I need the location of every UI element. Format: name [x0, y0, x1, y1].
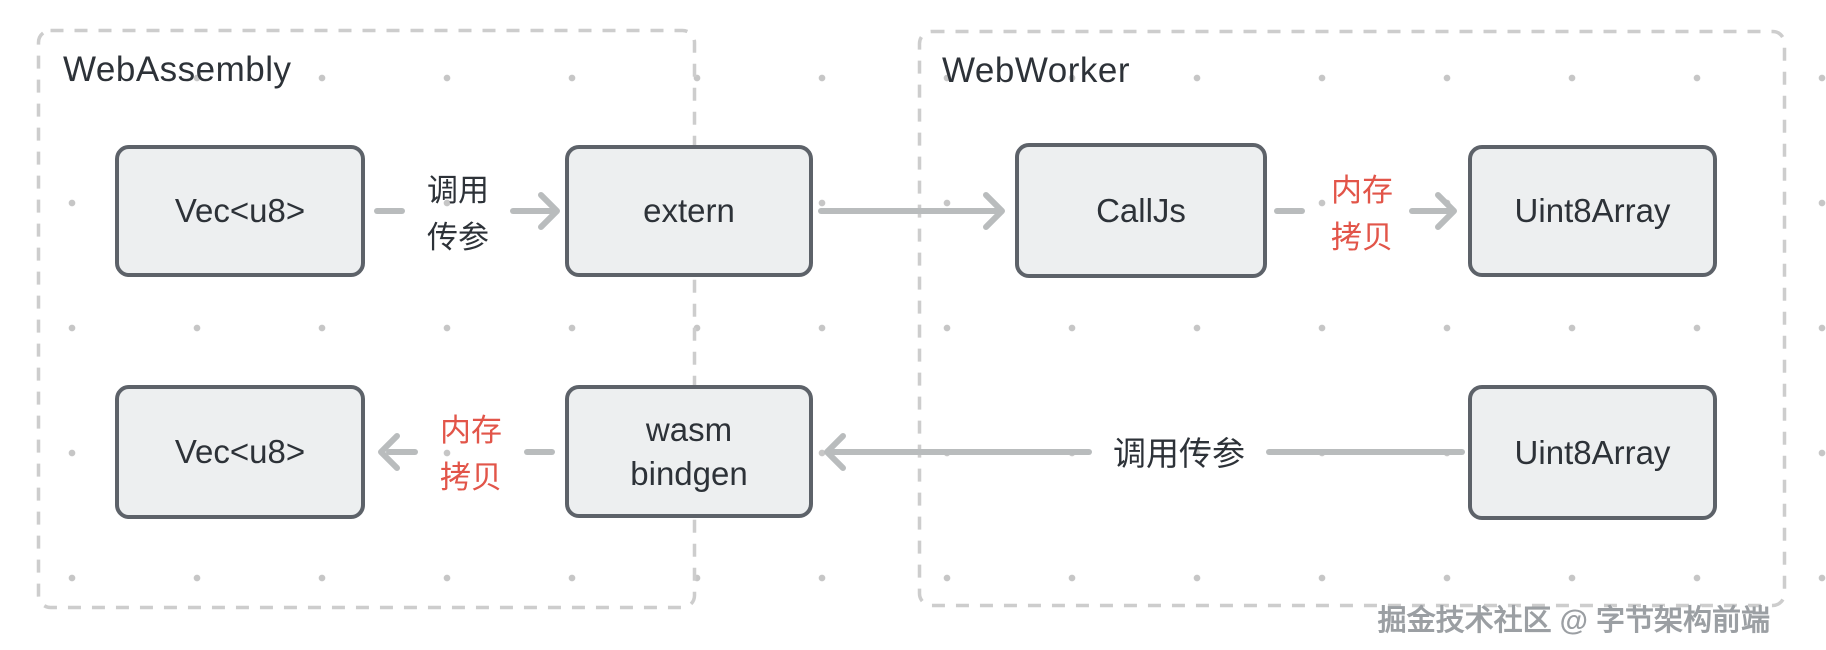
- node-label-line2: bindgen: [630, 454, 748, 492]
- edge-vec-to-extern: [374, 192, 560, 230]
- node-vec-u8-bottom: Vec<u8>: [115, 385, 365, 519]
- edge-label-call-params-top: 调用 传参: [398, 167, 518, 261]
- node-label: extern: [643, 192, 735, 229]
- node-label: CallJs: [1096, 191, 1186, 229]
- node-label: Uint8Array: [1514, 433, 1671, 471]
- node-label: Uint8Array: [1514, 192, 1671, 229]
- watermark: 掘金技术社区 @ 字节架构前端: [1377, 605, 1770, 637]
- node-calljs: CallJs: [1015, 143, 1267, 278]
- node-vec-u8-top: Vec<u8>: [115, 145, 365, 277]
- arrow-right-icon: [983, 192, 1005, 230]
- node-label-line1: wasm: [645, 410, 733, 448]
- node-label: Vec<u8>: [174, 433, 306, 470]
- edge-wasmbindgen-to-vec: [378, 433, 555, 471]
- webassembly-title: WebAssembly: [63, 50, 292, 89]
- edge-label-line2: 拷贝: [1331, 220, 1393, 255]
- webworker-container: [917, 29, 1787, 608]
- arrow-right-icon: [538, 192, 560, 230]
- node-uint8array-top: Uint8Array: [1468, 145, 1717, 277]
- node-uint8array-bottom: Uint8Array: [1468, 385, 1717, 520]
- node-wasm-bindgen: wasm bindgen: [565, 385, 813, 518]
- edge-label-memory-copy-left: 内存 拷贝: [411, 407, 531, 501]
- edge-label-line1: 内存: [1331, 173, 1393, 208]
- edge-uint8array-to-wasmbindgen: [824, 433, 1465, 471]
- edge-label-call-params-bottom: 调用传参: [1113, 435, 1245, 472]
- arrow-left-icon: [378, 433, 400, 471]
- webassembly-container: [36, 28, 697, 610]
- node-extern: extern: [565, 145, 813, 277]
- edge-label-line2: 拷贝: [440, 460, 502, 495]
- node-label: Vec<u8>: [174, 192, 306, 229]
- arrow-right-icon: [1435, 192, 1457, 230]
- edge-label-line2: 传参: [427, 220, 489, 255]
- edge-label-line1: 内存: [440, 413, 502, 448]
- edge-label-line1: 调用: [427, 173, 489, 208]
- edge-calljs-to-uint8array: [1274, 192, 1457, 230]
- webworker-title: WebWorker: [942, 51, 1130, 90]
- arrow-left-icon: [824, 433, 846, 471]
- edge-extern-to-calljs: [818, 192, 1005, 230]
- edge-label-memory-copy-right: 内存 拷贝: [1302, 167, 1422, 261]
